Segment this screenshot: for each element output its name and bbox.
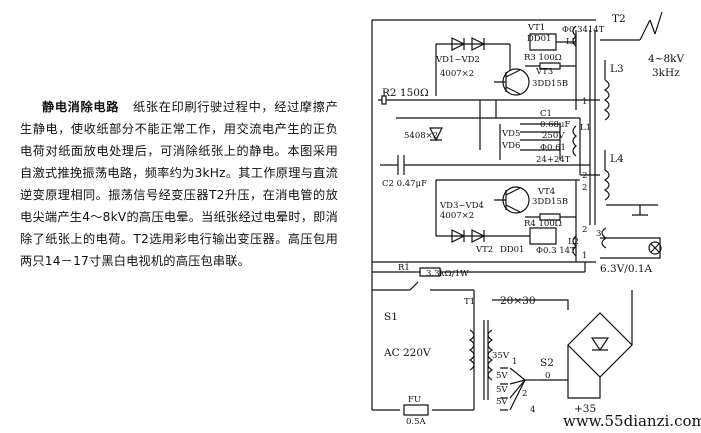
label-l2-top: L2 [566,37,577,47]
label-bridge: 20×30 [500,295,536,307]
label-c1: C1 [540,109,552,119]
label-l2-bot: L2 [568,237,579,247]
label-5v-1: 5V [496,371,508,381]
label-vt3: VT3 [535,67,553,77]
label-l4: L4 [610,153,624,165]
label-5v-3: 5V [496,397,508,407]
label-c2: C2 0.47μF [382,179,427,189]
label-vt3-type: 3DD15B [532,79,568,89]
label-5408: 5408×2 [404,131,438,141]
label-ac: AC 220V [383,347,431,359]
label-hv: 4~8kV [648,53,685,65]
label-dd01: DD01 [527,34,551,44]
label-vd1vd2: VD1~VD2 [435,55,480,65]
label-t1: T1 [464,297,475,307]
label-freq: 3kHz [652,67,680,79]
label-r2: R2 150Ω [382,87,429,99]
pin-2c: 2 [582,225,587,235]
label-n4: 4 [530,405,535,415]
diode-vd1-vd2-icon [451,37,486,51]
label-r3: R3 100Ω [524,53,562,63]
label-dd01b: DD01 [500,245,524,255]
label-l1: L1 [580,123,591,133]
label-vt4-type: 3DD15B [532,197,568,207]
label-r1-val: 3.3kΩ/1W [426,269,469,279]
label-n0: 0 [545,371,550,381]
label-vt2: VT2 [475,245,493,255]
diode-vd3-vd4-icon [451,229,486,243]
pin-3: 3 [596,229,601,239]
diode-5408-icon [429,127,443,142]
pin-2a: 2 [582,171,587,181]
label-l3: L3 [610,63,624,75]
transformer-t2-coils-icon [572,25,610,257]
label-r1: R1 [398,263,410,273]
label-s2: S2 [540,357,554,369]
label-5v-2: 5V [496,385,508,395]
label-t2: T2 [612,13,626,25]
article-body: 纸张在印刷行驶过程中，经过摩擦产生静电，使收纸部分不能正常工作，用交流电产生的正… [20,100,338,268]
label-vt4: VT4 [537,187,555,197]
label-phi-bot: Φ0.3 14T [536,246,576,256]
pin-2b: 2 [582,183,587,193]
label-phi061: Φ0.61 [540,143,566,153]
label-vd6: VD6 [501,141,520,151]
article-text: 静电消除电路纸张在印刷行驶过程中，经过摩擦产生静电，使收纸部分不能正常工作，用交… [20,96,338,272]
label-n1: 1 [512,357,517,367]
label-vd3vd4: VD3~VD4 [439,201,484,211]
label-phi-top: Φ0.3414T [562,25,605,35]
label-4007-top: 4007×2 [440,69,474,79]
label-35v: 35V [492,351,510,361]
label-s1: S1 [384,311,398,323]
article-title: 静电消除电路 [42,100,120,114]
label-n2: 2 [522,389,527,399]
label-4007-bot: 4007×2 [440,211,474,221]
label-lamp: 6.3V/0.1A [600,263,653,275]
label-plus35: +35 [574,403,596,415]
pin-1a: 1 [582,97,587,107]
label-vd5: VD5 [501,129,520,139]
label-c1-val: 0.68μF [540,120,570,130]
label-c1-v: 250V [542,131,565,141]
label-vt1: VT1 [527,23,545,33]
label-r4: R4 100Ω [524,219,562,229]
pin-1b: 1 [582,251,587,261]
label-fu-val: 0.5A [406,417,427,427]
watermark: www.55dianzi.com [563,412,701,430]
label-turns: 24+24T [536,155,571,165]
label-fu: FU [408,395,421,405]
